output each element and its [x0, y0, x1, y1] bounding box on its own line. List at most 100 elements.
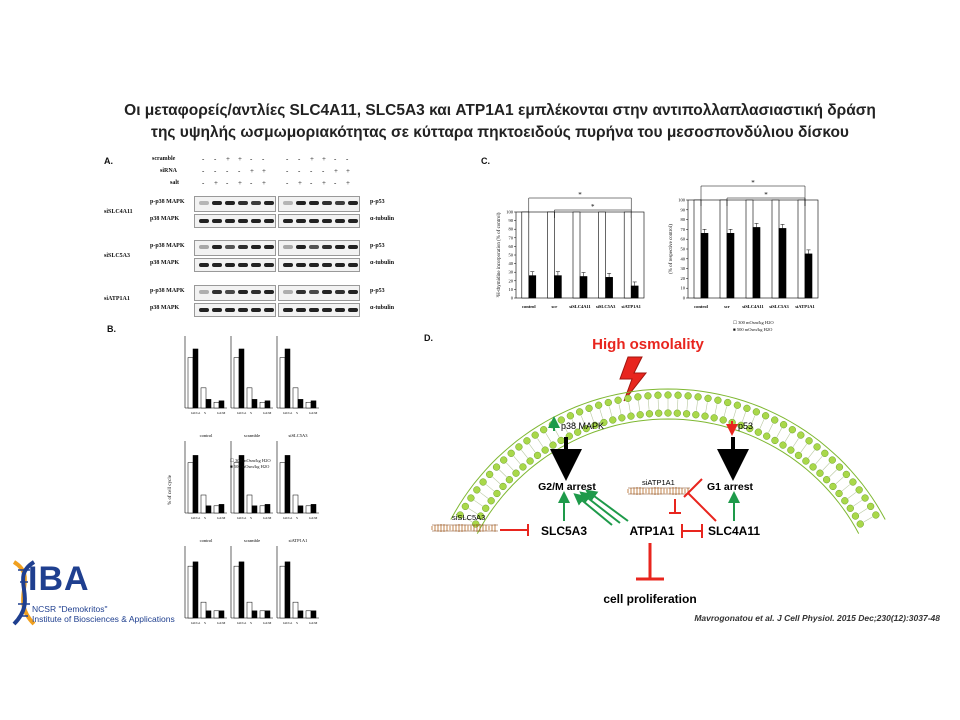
- lipid-head: [664, 391, 672, 399]
- svg-text:-: -: [226, 167, 229, 175]
- blot-band: [322, 308, 332, 312]
- lipid-head: [842, 470, 851, 479]
- lipid-tail: [499, 469, 507, 478]
- lipid-head: [634, 393, 642, 401]
- y-tick-label: 10: [681, 286, 686, 291]
- blot-band: [199, 245, 209, 249]
- blot-band: [251, 245, 261, 249]
- panel-b-ylabel: % of cell cycle: [168, 474, 173, 505]
- y-tick-label: 30: [509, 270, 514, 275]
- lipid-head: [761, 412, 770, 420]
- lipid-head: [473, 486, 481, 494]
- blot-band: [225, 290, 235, 294]
- logo-line-1: NCSR "Demokritos": [32, 604, 108, 614]
- phase-tick-label: G0/G1: [191, 516, 201, 520]
- blot-row-label: p-p38 MAPK: [150, 243, 185, 249]
- phase-tick-label: S: [204, 621, 206, 625]
- bar: [572, 211, 581, 299]
- blot-band: [296, 263, 306, 267]
- blot-strip: [278, 196, 360, 212]
- phase-tick-label: S: [296, 621, 298, 625]
- panel-label-a: A.: [104, 156, 113, 166]
- x-tick-label: scr: [552, 304, 558, 309]
- svg-text:+: +: [250, 167, 254, 175]
- lipid-tail: [590, 412, 594, 422]
- lipid-head: [664, 409, 672, 417]
- dna-helix-icon: [12, 560, 36, 626]
- lipid-head: [485, 470, 494, 479]
- lipid-tail: [853, 500, 862, 507]
- lipid-tail: [742, 412, 746, 422]
- bar: [246, 494, 253, 514]
- y-tick-label: 90: [681, 207, 686, 212]
- lipid-head: [797, 431, 805, 439]
- bar: [238, 455, 245, 514]
- blot-band: [322, 290, 332, 294]
- blot-strip: [194, 214, 276, 228]
- blot-band: [251, 308, 261, 312]
- lipid-head: [655, 409, 663, 417]
- y-tick-label: 20: [681, 276, 686, 281]
- blot-band: [264, 290, 274, 294]
- blot-row-label: p38 MAPK: [150, 216, 180, 222]
- phase-tick-label: G0/G1: [283, 516, 293, 520]
- phase-tick-label: G2/M: [309, 621, 318, 625]
- phase-tick-label: G0/G1: [191, 411, 201, 415]
- lipid-tail: [705, 402, 708, 413]
- cell-proliferation-label: cell proliferation: [603, 592, 696, 606]
- phase-tick-label: G2/M: [217, 516, 226, 520]
- blot-band: [212, 245, 222, 249]
- lipid-tail: [537, 438, 544, 447]
- membrane-inner-edge: [476, 418, 860, 534]
- lipid-head: [507, 449, 515, 457]
- bar: [213, 610, 220, 619]
- blot-row-label: p-p38 MAPK: [150, 288, 185, 294]
- lipid-tail: [492, 476, 501, 484]
- lipid-tail: [513, 456, 521, 465]
- blot-band: [238, 263, 248, 267]
- blot-band: [199, 263, 209, 267]
- bar: [693, 199, 702, 299]
- blot-band: [225, 263, 235, 267]
- lipid-head: [809, 463, 817, 471]
- lipid-tail: [829, 469, 837, 478]
- phase-tick-label: G2/M: [217, 621, 226, 625]
- svg-text:+: +: [226, 155, 230, 163]
- legend-500: ■ 500 mOsm/kg H2O: [230, 464, 270, 469]
- svg-text:-: -: [202, 179, 205, 187]
- lipid-head: [600, 418, 608, 427]
- y-tick-label: 0: [511, 296, 514, 301]
- significance-bracket: [726, 197, 806, 206]
- blot-band: [225, 219, 235, 223]
- lipid-head: [482, 504, 490, 512]
- lipid-tail: [571, 419, 577, 429]
- bar: [279, 565, 286, 619]
- svg-text:-: -: [238, 167, 241, 175]
- bar: [771, 199, 780, 299]
- phase-tick-label: G2/M: [217, 411, 226, 415]
- bar: [218, 400, 225, 409]
- lipid-tail: [485, 484, 495, 492]
- lipid-tail: [562, 423, 568, 433]
- blot-strip: [278, 214, 360, 228]
- lipid-head: [841, 497, 849, 505]
- lipid-head: [684, 392, 692, 400]
- lipid-head: [512, 469, 520, 477]
- lipid-head: [533, 451, 542, 460]
- svg-text:+: +: [238, 155, 242, 163]
- y-tick-label: 40: [509, 261, 514, 266]
- lipid-head: [752, 408, 760, 416]
- blot-band: [212, 201, 222, 205]
- condition-plus-minus-grid: --++-- --++-- ----++ ----++ -+-+-+ -+-+-…: [202, 155, 350, 187]
- blot-strip: [278, 303, 360, 317]
- lipid-tail: [815, 456, 823, 465]
- svg-text:-: -: [202, 155, 205, 163]
- bar: [251, 399, 258, 409]
- blot-band: [212, 219, 222, 223]
- lipid-head: [624, 394, 632, 403]
- significance-star: *: [578, 191, 582, 199]
- bar: [246, 601, 253, 619]
- blot-band: [238, 245, 248, 249]
- blot-band: [225, 201, 235, 205]
- bar: [292, 494, 299, 514]
